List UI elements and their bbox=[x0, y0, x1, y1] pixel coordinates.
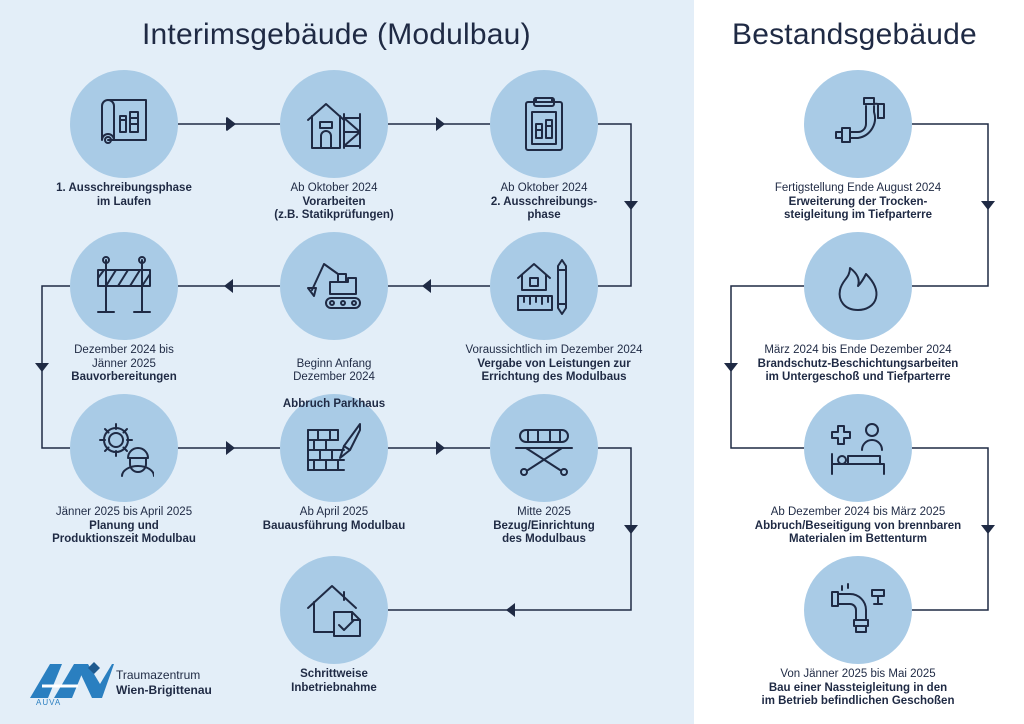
step-2-label: Ab Oktober 2024 Vorarbeiten (z.B. Statik… bbox=[224, 182, 444, 223]
right-step-3-label: Ab Dezember 2024 bis März 2025 Abbruch/B… bbox=[748, 506, 968, 547]
step-desc: Bau einer Nassteigleitung in den im Betr… bbox=[761, 681, 955, 708]
blueprint-icon bbox=[101, 99, 147, 144]
step-date: Ab April 2025 bbox=[299, 506, 369, 518]
step-7-circle bbox=[70, 394, 178, 502]
logo-line-1: Traumazentrum bbox=[116, 668, 201, 682]
step-desc: Bezug/Einrichtung des Modulbaus bbox=[493, 519, 595, 546]
step-desc: Bauvorbereitungen bbox=[71, 371, 177, 383]
step-6-circle bbox=[70, 232, 178, 340]
step-date: Mitte 2025 bbox=[517, 506, 571, 518]
right-step-4-circle bbox=[804, 556, 912, 664]
step-date: Jänner 2025 bis April 2025 bbox=[55, 506, 193, 518]
brick-wall-icon bbox=[307, 423, 361, 471]
step-desc: Bauausführung Modulbau bbox=[262, 519, 406, 532]
excavator-icon bbox=[307, 263, 361, 309]
step-4-circle bbox=[490, 232, 598, 340]
step-date: Ab Oktober 2024 bbox=[500, 182, 588, 194]
arrow-head bbox=[981, 201, 995, 210]
clipboard-icon bbox=[525, 97, 563, 151]
step-date: Ab Dezember 2024 bis März 2025 bbox=[770, 506, 946, 518]
step-desc: Abbruch/Beseitigung von brennbaren Mater… bbox=[754, 519, 962, 546]
arrow-head bbox=[436, 117, 445, 131]
right-title: Bestandsgebäude bbox=[732, 18, 977, 51]
step-1-circle bbox=[70, 70, 178, 178]
step-9-circle bbox=[490, 394, 598, 502]
step-desc: Schrittweise Inbetriebnahme bbox=[291, 668, 377, 694]
step-desc: Brandschutz-Beschichtungsarbeiten im Unt… bbox=[757, 357, 959, 384]
step-5-label: Beginn Anfang Dezember 2024 Abbruch Park… bbox=[224, 344, 444, 425]
arrow-head bbox=[422, 279, 431, 293]
step-date: Ab Oktober 2024 bbox=[290, 182, 378, 194]
step-9-label: Mitte 2025 Bezug/Einrichtung des Modulba… bbox=[434, 506, 654, 547]
right-step-4-label: Von Jänner 2025 bis Mai 2025 Bau einer N… bbox=[748, 668, 968, 709]
step-desc: Vorarbeiten (z.B. Statikprüfungen) bbox=[274, 195, 394, 222]
step-desc: Planung und Produktionszeit Modulbau bbox=[52, 519, 196, 546]
step-date: Fertigstellung Ende August 2024 bbox=[774, 182, 942, 194]
arrow-head bbox=[624, 201, 638, 210]
step-1-label: 1. Ausschreibungsphase im Laufen bbox=[14, 182, 234, 209]
barrier-icon bbox=[97, 256, 151, 313]
step-desc: Abbruch Parkhaus bbox=[282, 398, 386, 410]
arrow-head bbox=[436, 441, 445, 455]
step-date: Dezember 2024 bis Jänner 2025 bbox=[74, 344, 174, 370]
step-desc: Erweiterung der Trocken- steigleitung im… bbox=[783, 195, 933, 222]
step-3-label: Ab Oktober 2024 2. Ausschreibungs- phase bbox=[434, 182, 654, 223]
gear-worker-icon bbox=[99, 423, 154, 477]
step-desc: 2. Ausschreibungs- phase bbox=[490, 195, 598, 222]
arrow-head bbox=[35, 363, 49, 372]
arrow-head bbox=[724, 363, 738, 372]
step-8-circle bbox=[280, 394, 388, 502]
right-step-2-label: März 2024 bis Ende Dezember 2024 Brandsc… bbox=[748, 344, 968, 385]
arrow-head bbox=[226, 441, 235, 455]
step-6-label: Dezember 2024 bis Jänner 2025 Bauvorbere… bbox=[14, 344, 234, 385]
step-3-circle bbox=[490, 70, 598, 178]
left-title: Interimsgebäude (Modulbau) bbox=[142, 18, 531, 51]
auva-brand-text: AUVA bbox=[36, 698, 62, 707]
step-desc: Vergabe von Leistungen zur Errichtung de… bbox=[477, 357, 631, 384]
house-ruler-pencil-icon bbox=[517, 259, 567, 315]
arrow-head bbox=[227, 117, 236, 131]
arrow-head bbox=[506, 603, 515, 617]
step-7-label: Jänner 2025 bis April 2025 Planung und P… bbox=[14, 506, 234, 547]
patient-bed-icon bbox=[831, 423, 885, 475]
step-4-label: Voraussichtlich im Dezember 2024 Vergabe… bbox=[444, 344, 664, 385]
water-pipe-icon bbox=[831, 583, 885, 633]
step-10-circle bbox=[280, 556, 388, 664]
pipe-icon bbox=[835, 97, 885, 143]
step-date: Von Jänner 2025 bis Mai 2025 bbox=[780, 668, 936, 680]
step-date: Voraussichtlich im Dezember 2024 bbox=[465, 344, 643, 356]
right-step-2-circle bbox=[804, 232, 912, 340]
right-step-1-label: Fertigstellung Ende August 2024 Erweiter… bbox=[748, 182, 968, 223]
flame-icon bbox=[838, 267, 878, 311]
arrow-head bbox=[224, 279, 233, 293]
arrow-head bbox=[624, 525, 638, 534]
right-step-1-circle bbox=[804, 70, 912, 178]
auva-logo bbox=[30, 662, 114, 698]
logo-text: Traumazentrum Wien-Brigittenau bbox=[116, 668, 212, 698]
step-date: März 2024 bis Ende Dezember 2024 bbox=[764, 344, 952, 356]
step-desc: 1. Ausschreibungsphase im Laufen bbox=[56, 182, 192, 208]
logo-line-2: Wien-Brigittenau bbox=[116, 683, 212, 697]
step-5-circle bbox=[280, 232, 388, 340]
house-scaffold-icon bbox=[307, 103, 361, 149]
arrow-head bbox=[981, 525, 995, 534]
right-step-3-circle bbox=[804, 394, 912, 502]
step-10-label: Schrittweise Inbetriebnahme bbox=[224, 668, 444, 695]
step-8-label: Ab April 2025 Bauausführung Modulbau bbox=[224, 506, 444, 533]
step-2-circle bbox=[280, 70, 388, 178]
stretcher-icon bbox=[515, 429, 573, 476]
house-document-icon bbox=[307, 585, 361, 637]
step-date: Beginn Anfang Dezember 2024 bbox=[293, 357, 375, 384]
